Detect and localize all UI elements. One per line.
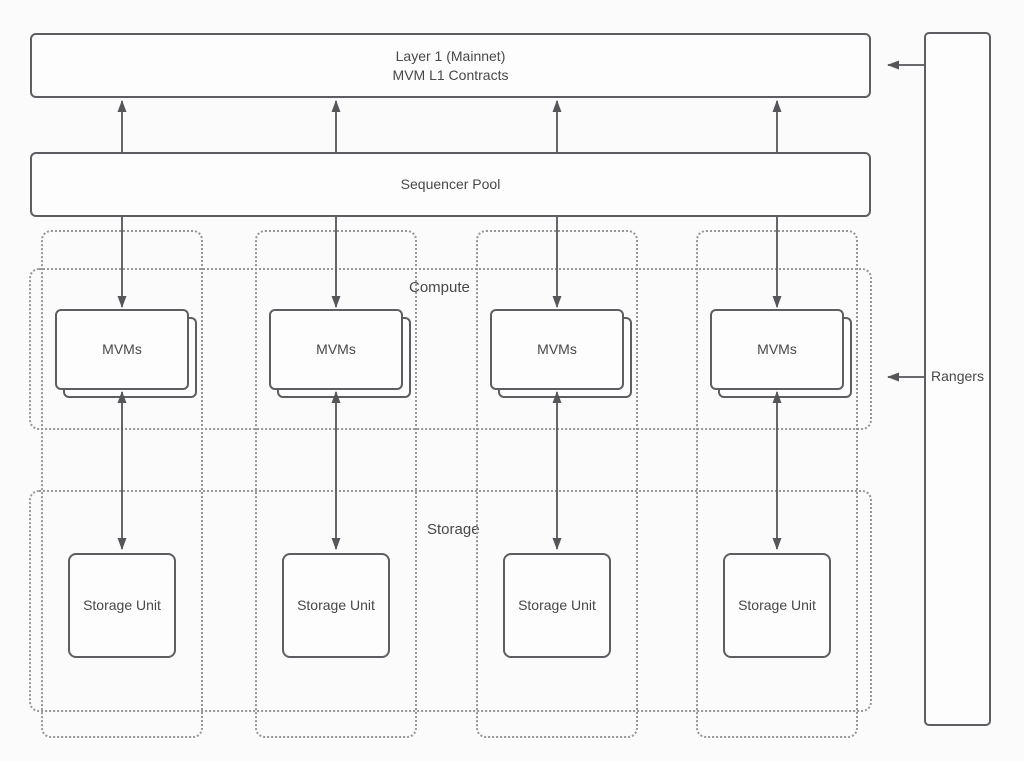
layer1-line1: Layer 1 (Mainnet) — [395, 47, 506, 64]
storage-unit-label: Storage Unit — [297, 597, 375, 613]
mvm-label: MVMs — [537, 341, 577, 357]
storage-unit-node-4: Storage Unit — [723, 553, 831, 658]
sequencer-pool-node: Sequencer Pool — [30, 152, 871, 217]
storage-zone-label: Storage — [427, 521, 480, 538]
layer1-node: Layer 1 (Mainnet) MVM L1 Contracts — [30, 33, 871, 98]
mvm-node-2: MVMs — [269, 309, 403, 390]
storage-zone: Storage — [29, 490, 872, 712]
storage-unit-label: Storage Unit — [83, 597, 161, 613]
storage-unit-node-1: Storage Unit — [68, 553, 176, 658]
mvm-label: MVMs — [316, 341, 356, 357]
storage-unit-label: Storage Unit — [738, 597, 816, 613]
rangers-label: Rangers — [931, 367, 984, 384]
column-group-2 — [255, 230, 417, 738]
compute-zone-label: Compute — [409, 279, 470, 296]
sequencer-pool-label: Sequencer Pool — [400, 176, 501, 192]
layer1-line2: MVM L1 Contracts — [392, 66, 509, 83]
storage-unit-node-2: Storage Unit — [282, 553, 390, 658]
storage-unit-label: Storage Unit — [518, 597, 596, 613]
rangers-node: Rangers — [924, 32, 991, 726]
arrows-rangers — [887, 60, 924, 382]
mvm-node-3: MVMs — [490, 309, 624, 390]
column-group-4 — [696, 230, 858, 738]
column-group-3 — [476, 230, 638, 738]
compute-zone: Compute — [29, 268, 872, 430]
mvm-label: MVMs — [102, 341, 142, 357]
mvm-node-1: MVMs — [55, 309, 189, 390]
mvm-label: MVMs — [757, 341, 797, 357]
mvm-node-4: MVMs — [710, 309, 844, 390]
storage-unit-node-3: Storage Unit — [503, 553, 611, 658]
arrows-sequencer-to-layer1 — [117, 100, 782, 152]
column-group-1 — [41, 230, 203, 738]
